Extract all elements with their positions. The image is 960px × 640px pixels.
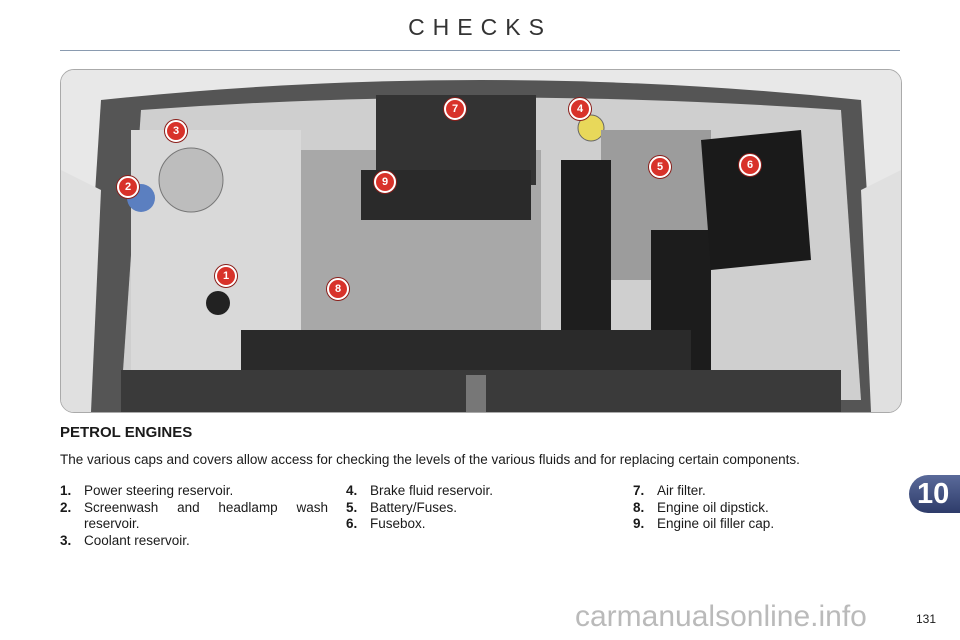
callout-1: 1 bbox=[215, 265, 237, 287]
legend-item: 9. Engine oil filler cap. bbox=[633, 516, 893, 533]
item-number: 4. bbox=[346, 483, 358, 498]
legend-item: 3. Coolant reservoir. bbox=[60, 533, 328, 550]
callout-6: 6 bbox=[739, 154, 761, 176]
engine-bay-illustration: 1 2 3 4 5 6 7 8 9 bbox=[60, 69, 902, 413]
intro-text: The various caps and covers allow access… bbox=[60, 452, 800, 467]
legend-item: 2. Screenwash and headlamp wash reservoir… bbox=[60, 500, 328, 533]
item-label: Brake fluid reservoir. bbox=[370, 483, 494, 498]
item-number: 9. bbox=[633, 516, 645, 531]
item-label: Screenwash and headlamp wash reservoir. bbox=[84, 499, 328, 532]
item-number: 1. bbox=[60, 483, 72, 498]
callout-9: 9 bbox=[374, 171, 396, 193]
section-heading: PETROL ENGINES bbox=[60, 424, 193, 441]
callout-4: 4 bbox=[569, 98, 591, 120]
item-number: 7. bbox=[633, 483, 645, 498]
header-divider bbox=[60, 50, 900, 51]
legend-column-3: 7. Air filter. 8. Engine oil dipstick. 9. E… bbox=[633, 483, 893, 533]
page-number: 131 bbox=[916, 612, 937, 626]
callout-7: 7 bbox=[444, 98, 466, 120]
page-title: CHECKS bbox=[408, 14, 552, 40]
item-label: Engine oil dipstick. bbox=[657, 499, 769, 515]
legend-item: 7. Air filter. bbox=[633, 483, 893, 500]
callout-5: 5 bbox=[649, 156, 671, 178]
item-number: 2. bbox=[60, 499, 72, 515]
item-number: 3. bbox=[60, 532, 72, 548]
legend-item: 4. Brake fluid reservoir. bbox=[346, 483, 606, 500]
callout-3: 3 bbox=[165, 120, 187, 142]
chapter-tab: 10 bbox=[909, 475, 960, 513]
callout-8: 8 bbox=[327, 278, 349, 300]
item-number: 6. bbox=[346, 516, 358, 531]
item-label: Battery/Fuses. bbox=[370, 499, 458, 515]
callout-2: 2 bbox=[117, 176, 139, 198]
legend-item: 5. Battery/Fuses. bbox=[346, 500, 606, 517]
legend-item: 6. Fusebox. bbox=[346, 516, 606, 533]
legend-item: 1. Power steering reservoir. bbox=[60, 483, 328, 500]
legend-item: 8. Engine oil dipstick. bbox=[633, 500, 893, 517]
item-label: Air filter. bbox=[657, 483, 706, 498]
item-number: 5. bbox=[346, 499, 358, 515]
watermark: carmanualsonline.info bbox=[575, 600, 867, 633]
item-label: Power steering reservoir. bbox=[84, 483, 234, 498]
item-number: 8. bbox=[633, 499, 645, 515]
legend-column-1: 1. Power steering reservoir. 2. Screenwash… bbox=[60, 483, 328, 549]
legend-column-2: 4. Brake fluid reservoir. 5. Battery/Fuses… bbox=[346, 483, 606, 533]
item-label: Coolant reservoir. bbox=[84, 532, 190, 548]
item-label: Engine oil filler cap. bbox=[657, 516, 775, 531]
item-label: Fusebox. bbox=[370, 516, 426, 531]
